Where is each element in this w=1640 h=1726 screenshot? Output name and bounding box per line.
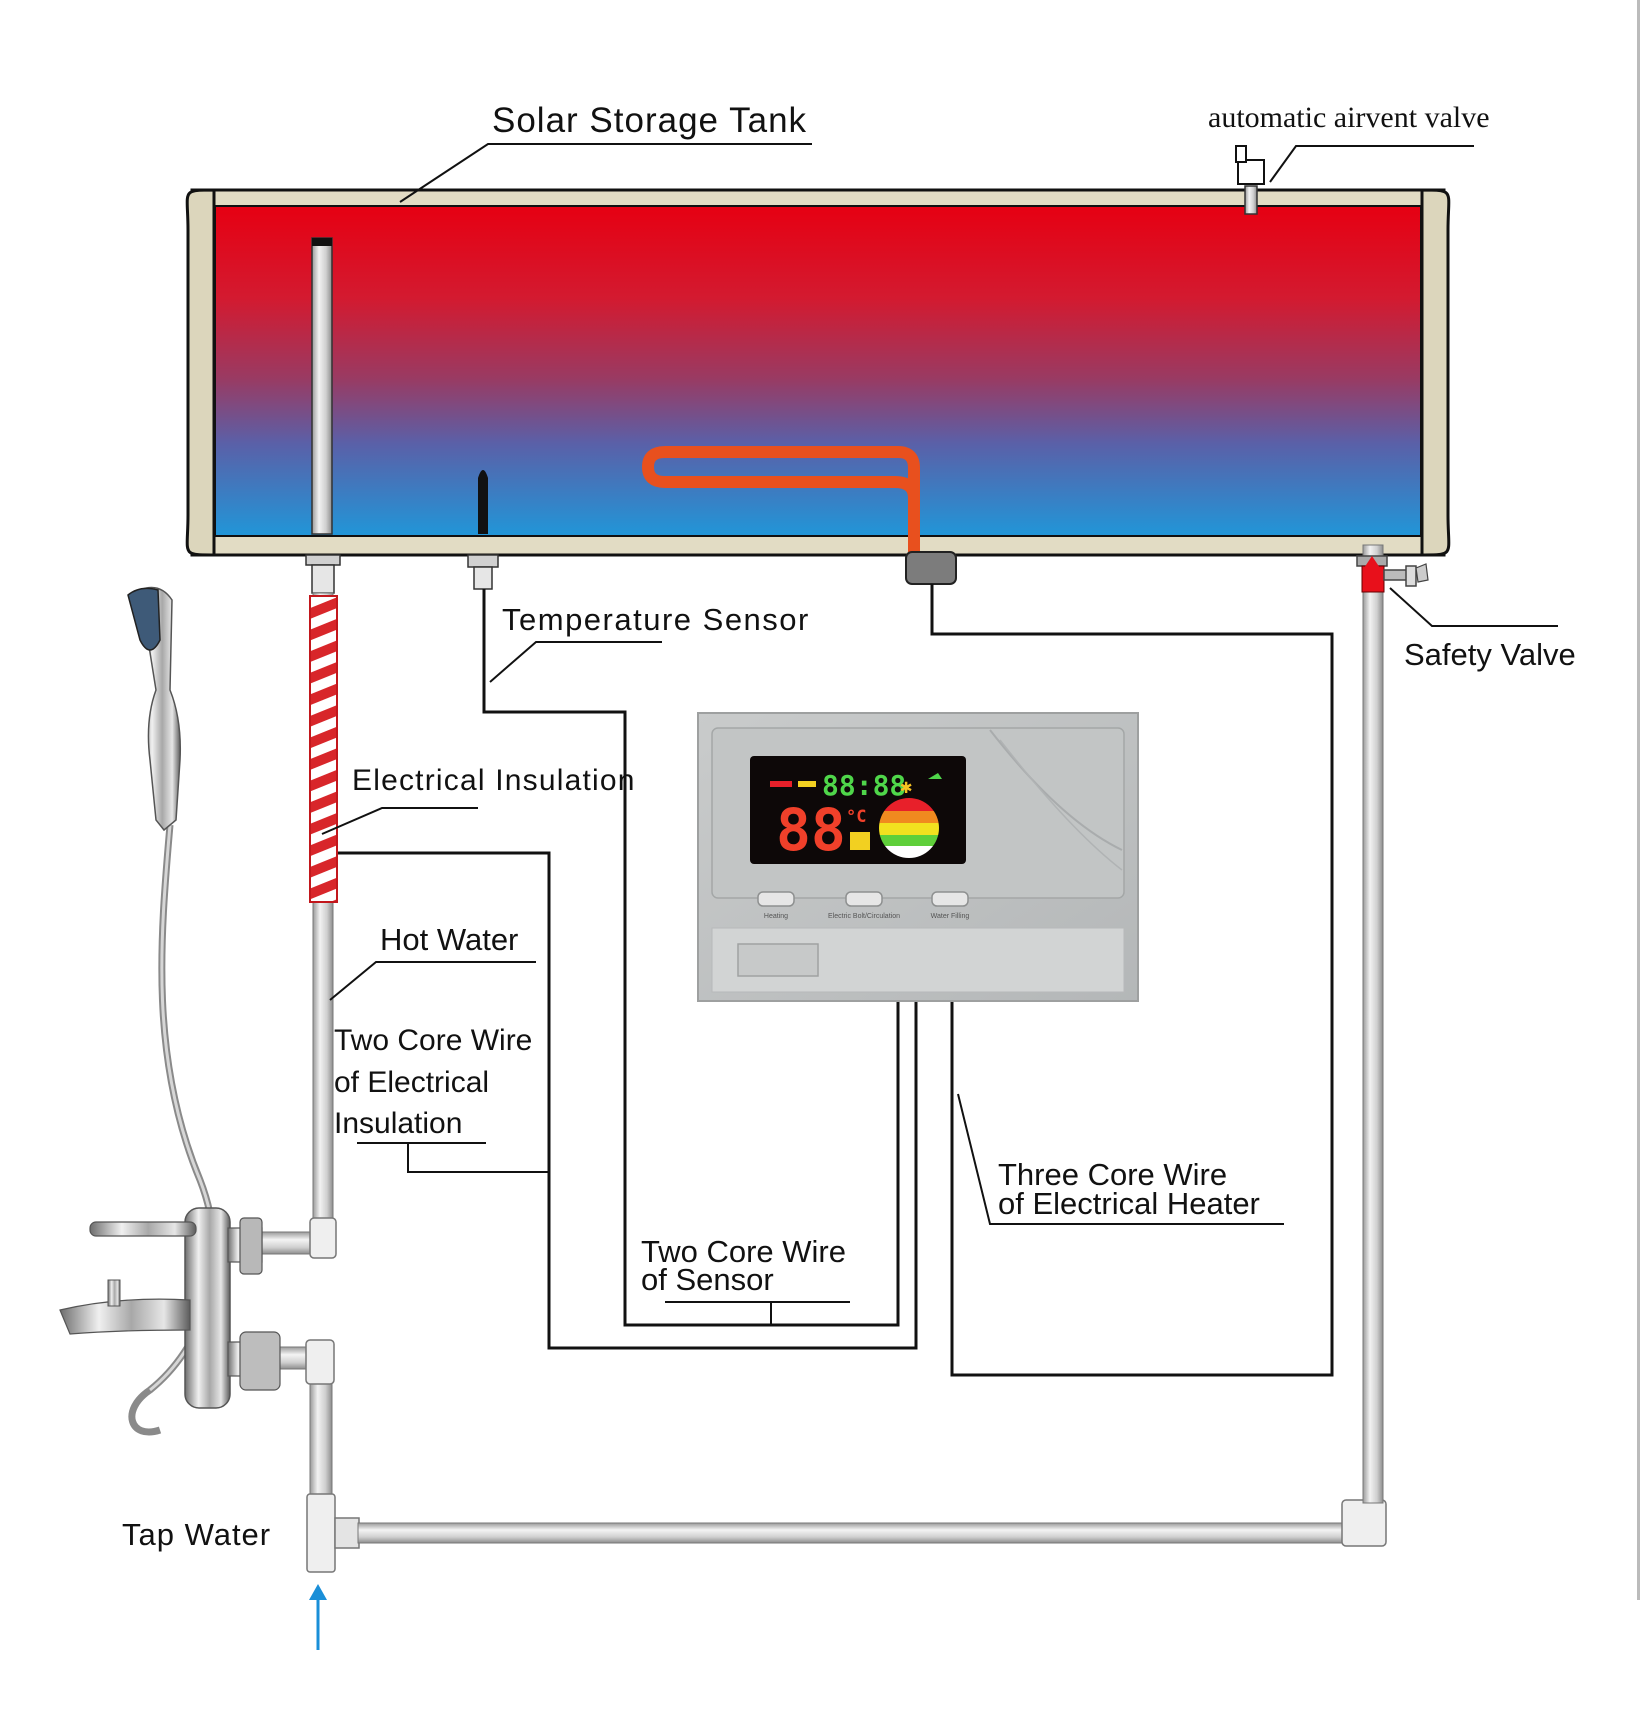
water-filling-button[interactable] — [931, 891, 969, 907]
tap-icon — [928, 773, 942, 779]
label-two-core-insulation-line3: Insulation — [334, 1107, 462, 1140]
water-filling-button-label: Water Filling — [931, 913, 970, 920]
sun-icon: ✱ — [900, 774, 912, 798]
heater-flange — [905, 551, 957, 585]
plumbing — [259, 544, 1429, 1573]
wiring — [338, 584, 1334, 1377]
label-electrical-insulation: Electrical Insulation — [352, 764, 636, 797]
label-safety-valve: Safety Valve — [1404, 637, 1576, 672]
controller-cover-slot — [737, 943, 819, 977]
label-tap-water: Tap Water — [122, 1517, 271, 1552]
mixer-body — [184, 1207, 231, 1409]
shower-mixer — [59, 586, 281, 1436]
cold-elbow — [305, 1339, 335, 1385]
sensor-probe — [478, 470, 488, 534]
label-three-core-heater-line2: of Electrical Heater — [998, 1186, 1260, 1221]
sensor-wire — [482, 589, 900, 1327]
label-two-core-insulation-line1: Two Core Wire — [334, 1024, 532, 1057]
heater-indicator-icon — [850, 832, 870, 850]
airvent-valve — [1235, 145, 1265, 215]
label-airvent-valve: automatic airvent valve — [1208, 101, 1490, 134]
heater-wire — [930, 584, 1334, 1377]
label-hot-water: Hot Water — [380, 922, 518, 957]
label-three-core-heater-line1: Three Core Wire — [998, 1157, 1227, 1192]
circulation-button-label: Electric Bolt/Circulation — [828, 913, 900, 920]
insulation-wire — [338, 851, 918, 1350]
page-edge-line — [1637, 0, 1640, 1600]
storage-tank — [185, 188, 1451, 594]
display-clock: 88:88 — [822, 769, 906, 802]
water-level-gauge — [879, 798, 939, 858]
leader-lines — [321, 143, 1558, 1325]
shower-head-icon — [127, 587, 161, 651]
tap-water-inflow-arrow — [309, 1584, 327, 1650]
tap-water-tee — [306, 1493, 336, 1573]
heating-button[interactable] — [757, 891, 795, 907]
sensor-fitting — [467, 554, 499, 568]
safety-valve — [1356, 555, 1429, 593]
tank-endcap-right — [1420, 188, 1451, 557]
cold-inlet-riser — [1362, 544, 1384, 1504]
heater-coil — [642, 446, 920, 552]
tank-endcap-left — [185, 188, 216, 557]
mixer-lever — [89, 1221, 197, 1237]
heating-button-label: Heating — [764, 913, 788, 920]
hot-elbow — [309, 1217, 337, 1259]
label-two-core-sensor-line2: of Sensor — [641, 1262, 774, 1297]
label-solar-storage-tank: Solar Storage Tank — [492, 101, 807, 140]
circulation-button[interactable] — [845, 891, 883, 907]
right-elbow — [1341, 1499, 1387, 1547]
hot-outlet-cap — [312, 238, 332, 246]
display-unit: °C — [846, 807, 866, 827]
controller-buttons: Heating Electric Bolt/Circulation Water … — [757, 891, 970, 920]
controller-unit: 88:88 ✱ 88 °C Heating Electric Bolt/Circ… — [697, 712, 1139, 1002]
hot-outlet-tube — [311, 237, 333, 535]
mixer-spout — [59, 1298, 191, 1335]
label-two-core-insulation-line2: of Electrical — [334, 1066, 489, 1099]
display-temperature: 88 — [776, 796, 846, 864]
label-temperature-sensor: Temperature Sensor — [502, 602, 810, 637]
cold-supply-pipe — [357, 1522, 1349, 1544]
label-two-core-sensor-line1: Two Core Wire — [641, 1234, 846, 1269]
hot-outlet-fitting — [305, 554, 341, 566]
electrical-insulation-sleeve — [309, 595, 338, 903]
